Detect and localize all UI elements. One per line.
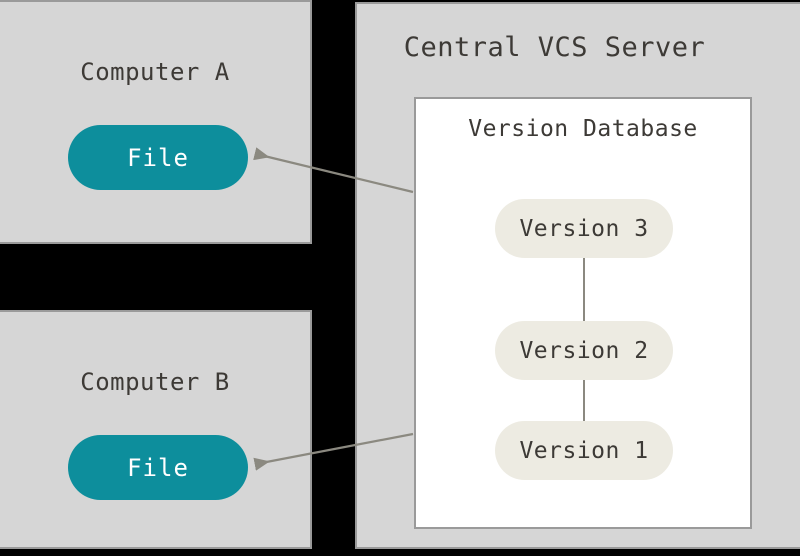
- version-node-1[interactable]: Version 1: [495, 421, 673, 480]
- version-node-3[interactable]: Version 3: [495, 199, 673, 258]
- computer-b-title: Computer B: [80, 368, 230, 396]
- computer-b-file-node[interactable]: File: [68, 435, 248, 500]
- central-vcs-server-panel: Central VCS Server Version Database Vers…: [355, 2, 800, 549]
- version-database-box: Version Database Version 3 Version 2 Ver…: [414, 97, 752, 529]
- computer-a-file-label: File: [127, 143, 189, 172]
- version-node-2[interactable]: Version 2: [495, 321, 673, 380]
- computer-a-title: Computer A: [80, 58, 230, 86]
- version-database-title: Version Database: [468, 116, 698, 142]
- computer-a-file-node[interactable]: File: [68, 125, 248, 190]
- computer-b-panel: Computer B File: [0, 310, 312, 549]
- computer-a-panel: Computer A File: [0, 0, 312, 244]
- version-node-3-label: Version 3: [519, 215, 649, 242]
- computer-b-file-label: File: [127, 453, 189, 482]
- version-connector-3-2: [583, 258, 585, 321]
- version-node-1-label: Version 1: [519, 437, 649, 464]
- version-connector-2-1: [583, 380, 585, 421]
- central-vcs-server-title: Central VCS Server: [403, 32, 706, 63]
- version-node-2-label: Version 2: [519, 337, 649, 364]
